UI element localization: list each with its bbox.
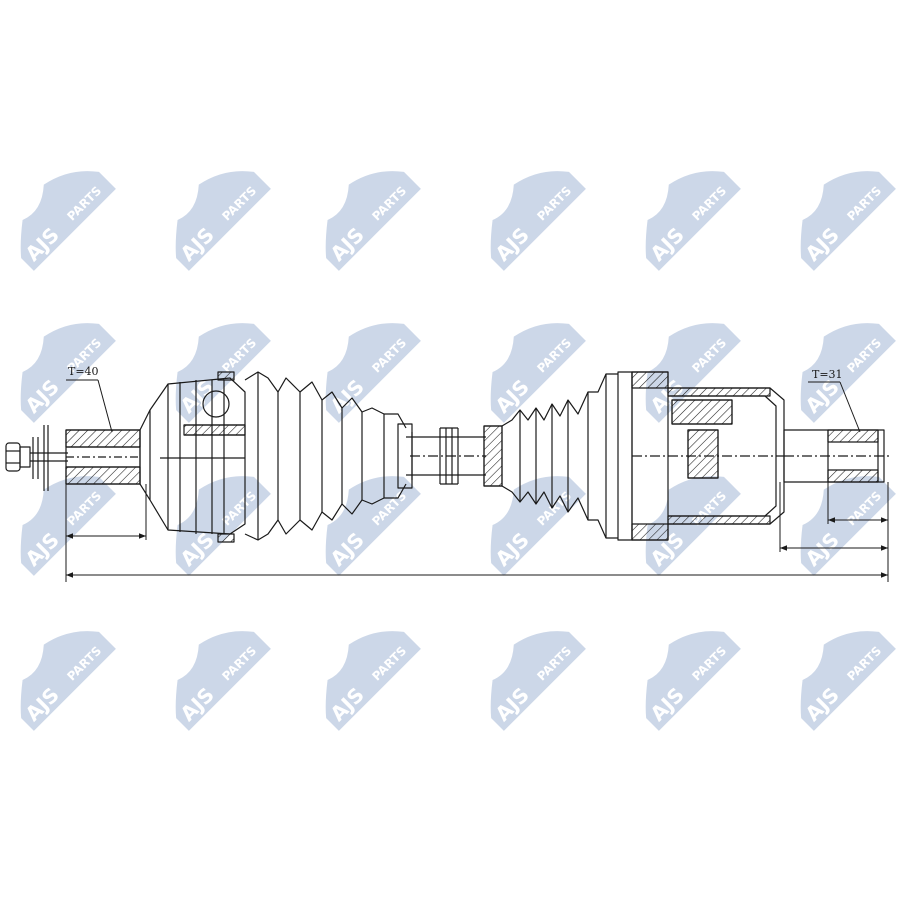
outer-cv-joint	[139, 371, 246, 543]
outer-boot	[244, 371, 413, 541]
intermediate-shaft	[406, 427, 486, 485]
hub-nut	[5, 425, 68, 491]
left-spline-shaft	[65, 429, 141, 485]
label-leaders	[66, 379, 861, 433]
left-spline-label: T=40	[68, 365, 99, 378]
inner-boot	[483, 373, 618, 539]
right-spline-label: T=31	[812, 368, 843, 381]
dimension-lines	[65, 482, 889, 582]
shaft-assembly	[5, 371, 892, 582]
right-spline-shaft	[783, 429, 892, 483]
